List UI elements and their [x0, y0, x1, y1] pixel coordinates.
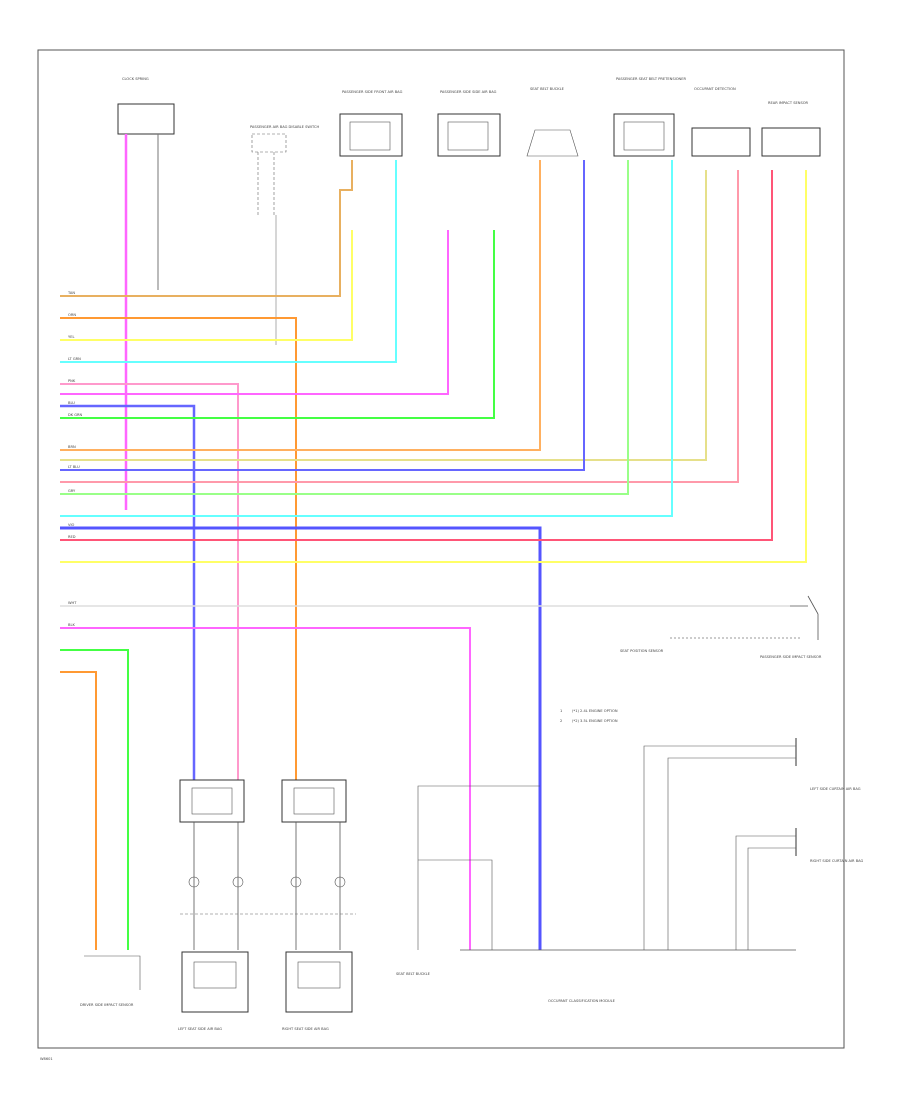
diagram-frame	[37, 49, 845, 1049]
wire-labels: TAN ORN YEL LT GRN PNK BLU DK GRN BRN LT…	[67, 291, 83, 627]
svg-text:BRN: BRN	[68, 445, 76, 449]
svg-text:ORN: ORN	[68, 313, 76, 317]
svg-text:CLOCK SPRING: CLOCK SPRING	[122, 77, 149, 81]
svg-text:DK GRN: DK GRN	[68, 413, 83, 417]
center-lower-wiring: SEAT BELT BUCKLE	[396, 785, 540, 976]
svg-text:PASSENGER AIR BAG DISABLE SWIT: PASSENGER AIR BAG DISABLE SWITCH	[250, 125, 319, 129]
svg-text:LT BLU: LT BLU	[68, 465, 80, 469]
svg-text:PASSENGER SIDE SIDE AIR BAG: PASSENGER SIDE SIDE AIR BAG	[440, 90, 497, 94]
airbag-module-2: PASSENGER SIDE SIDE AIR BAG	[437, 90, 501, 157]
svg-text:REAR IMPACT SENSOR: REAR IMPACT SENSOR	[768, 101, 809, 105]
occupant-classification-module: OCCUPANT CLASSIFICATION MODULE LEFT SIDE…	[460, 738, 864, 1003]
svg-text:SEAT BELT BUCKLE: SEAT BELT BUCKLE	[530, 87, 565, 91]
lower-right-airbag	[281, 779, 347, 950]
driver-impact-sensor: DRIVER SIDE IMPACT SENSOR	[80, 955, 141, 1007]
svg-text:1: 1	[560, 709, 562, 713]
svg-text:LT GRN: LT GRN	[68, 357, 81, 361]
engine-option-legend: 1 (*1) 2.4L ENGINE OPTION 2 (*2) 3.5L EN…	[560, 709, 618, 723]
svg-text:LEFT SIDE CURTAIN AIR BAG: LEFT SIDE CURTAIN AIR BAG	[810, 787, 861, 791]
right-seat-side-module: RIGHT SEAT SIDE AIR BAG	[282, 951, 353, 1031]
seat-belt-sensor: SEAT BELT BUCKLE	[526, 87, 579, 157]
svg-text:GRY: GRY	[68, 489, 76, 493]
svg-text:2: 2	[560, 719, 562, 723]
svg-text:LEFT SEAT SIDE AIR BAG: LEFT SEAT SIDE AIR BAG	[178, 1027, 222, 1031]
svg-text:RIGHT SIDE CURTAIN AIR BAG: RIGHT SIDE CURTAIN AIR BAG	[810, 859, 864, 863]
svg-text:(*1) 2.4L ENGINE OPTION: (*1) 2.4L ENGINE OPTION	[572, 709, 618, 713]
figure-id: W8601	[40, 1057, 53, 1061]
svg-text:SEAT POSITION SENSOR: SEAT POSITION SENSOR	[620, 649, 664, 653]
svg-text:PASSENGER SIDE FRONT AIR BAG: PASSENGER SIDE FRONT AIR BAG	[342, 90, 403, 94]
rear-sensor: REAR IMPACT SENSOR	[761, 101, 821, 157]
airbag-module-1: PASSENGER SIDE FRONT AIR BAG	[339, 90, 403, 157]
svg-text:WHT: WHT	[68, 601, 77, 605]
svg-text:RED: RED	[68, 535, 76, 539]
pretensioner: PASSENGER SEAT BELT PRETENSIONER	[613, 77, 686, 157]
svg-text:PASSENGER SIDE IMPACT SENSOR: PASSENGER SIDE IMPACT SENSOR	[760, 655, 822, 659]
svg-text:RIGHT SEAT SIDE AIR BAG: RIGHT SEAT SIDE AIR BAG	[282, 1027, 329, 1031]
svg-text:OCCUPANT CLASSIFICATION MODULE: OCCUPANT CLASSIFICATION MODULE	[548, 999, 616, 1003]
seat-position-switch: SEAT POSITION SENSOR PASSENGER SIDE IMPA…	[620, 595, 822, 659]
occupant-sensor: OCCUPANT DETECTION	[691, 87, 751, 157]
svg-text:PASSENGER SEAT BELT PRETENSION: PASSENGER SEAT BELT PRETENSIONER	[616, 77, 686, 81]
svg-text:(*2) 3.5L ENGINE OPTION: (*2) 3.5L ENGINE OPTION	[572, 719, 618, 723]
svg-text:BLU: BLU	[68, 401, 75, 405]
top-left-conductors	[124, 134, 277, 510]
svg-text:DRIVER SIDE IMPACT SENSOR: DRIVER SIDE IMPACT SENSOR	[80, 1003, 134, 1007]
disable-switch: PASSENGER AIR BAG DISABLE SWITCH	[250, 125, 319, 215]
lower-left-airbag	[179, 779, 245, 950]
svg-text:SEAT BELT BUCKLE: SEAT BELT BUCKLE	[396, 972, 431, 976]
svg-text:PNK: PNK	[68, 379, 76, 383]
harness-wires	[60, 160, 807, 950]
svg-text:VIO: VIO	[68, 523, 75, 527]
svg-text:YEL: YEL	[68, 335, 74, 339]
svg-text:BLK: BLK	[68, 623, 75, 627]
top-left-module: CLOCK SPRING	[117, 77, 175, 135]
left-seat-side-module: LEFT SEAT SIDE AIR BAG	[178, 951, 249, 1031]
svg-text:OCCUPANT DETECTION: OCCUPANT DETECTION	[694, 87, 736, 91]
svg-text:TAN: TAN	[67, 291, 75, 295]
